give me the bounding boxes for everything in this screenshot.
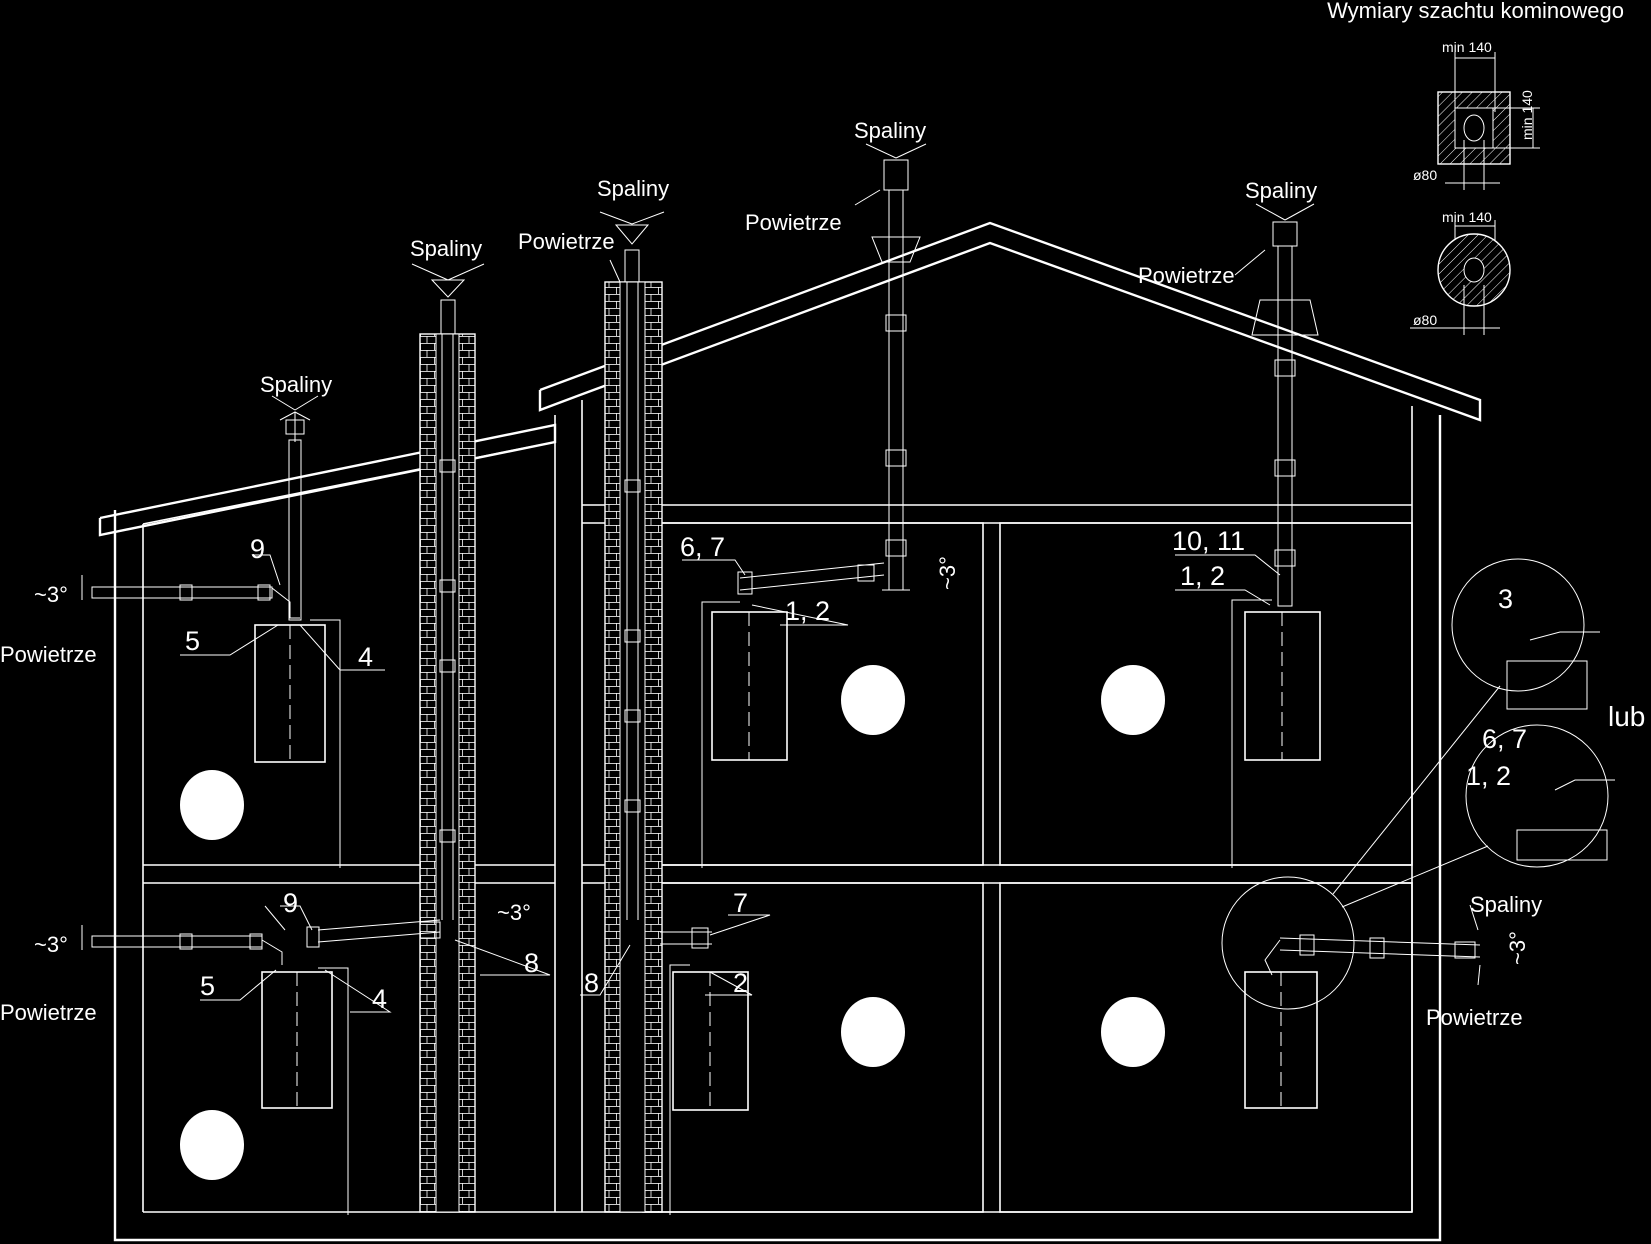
dim-label-3: min 140 [1442, 209, 1492, 225]
exhaust-label-5: Spaliny [1245, 178, 1317, 203]
flue-pipes [271, 143, 1319, 621]
callout-12-detail: 1, 2 [1466, 761, 1511, 791]
dim-label-2: min 140 [1519, 90, 1535, 140]
callout-9-upper: 9 [250, 534, 265, 564]
callout-8-left: 8 [524, 948, 539, 978]
exhaust-label-4: Spaliny [854, 118, 926, 143]
or-label: lub [1608, 701, 1645, 732]
air-label-1: Powietrze [0, 642, 97, 667]
dia-label-1: ø80 [1413, 167, 1437, 183]
brick-chimney-left [419, 333, 476, 1213]
air-label-6: Powietrze [1426, 1005, 1523, 1030]
building-outline [98, 221, 1482, 1242]
text-labels: Wymiary szachtu kominowego Spaliny Spali… [0, 0, 1645, 1030]
callout-5-lower: 5 [200, 971, 215, 1001]
callout-2-lower: 2 [733, 968, 748, 998]
exhaust-label-1: Spaliny [260, 372, 332, 397]
exhaust-label-2: Spaliny [410, 236, 482, 261]
callout-3: 3 [1498, 584, 1513, 614]
leader-lines [81, 189, 1481, 1013]
callout-5-upper: 5 [185, 626, 200, 656]
room-markers [180, 665, 1165, 1180]
title-text: Wymiary szachtu kominowego [1327, 0, 1624, 23]
brick-chimney-right [604, 281, 663, 1213]
slope-label-4: ~3° [935, 556, 960, 590]
callout-67-detail: 6, 7 [1482, 724, 1527, 754]
callout-4-lower: 4 [372, 984, 387, 1014]
shaft-dimension-details [1410, 52, 1540, 335]
air-label-3: Powietrze [518, 229, 615, 254]
slope-label-3: ~3° [497, 900, 531, 925]
callout-12-right: 1, 2 [1180, 561, 1225, 591]
slope-label-5: ~3° [1505, 931, 1530, 965]
callout-67-mid: 6, 7 [680, 532, 725, 562]
detail-circles [1221, 558, 1615, 1010]
air-label-5: Powietrze [1138, 263, 1235, 288]
callout-9-lower: 9 [283, 888, 298, 918]
slope-label-1: ~3° [34, 582, 68, 607]
exhaust-label-6: Spaliny [1470, 892, 1542, 917]
dim-label-1: min 140 [1442, 39, 1492, 55]
horizontal-pipes [91, 562, 1481, 976]
air-label-2: Powietrze [0, 1000, 97, 1025]
callout-1011: 10, 11 [1172, 526, 1245, 556]
callout-8-right: 8 [584, 968, 599, 998]
slope-label-2: ~3° [34, 932, 68, 957]
callout-4-upper: 4 [358, 642, 373, 672]
air-label-4: Powietrze [745, 210, 842, 235]
dia-label-2: ø80 [1413, 312, 1437, 328]
exhaust-label-3: Spaliny [597, 176, 669, 201]
callout-7-lower: 7 [733, 888, 748, 918]
callout-12-mid: 1, 2 [785, 596, 830, 626]
